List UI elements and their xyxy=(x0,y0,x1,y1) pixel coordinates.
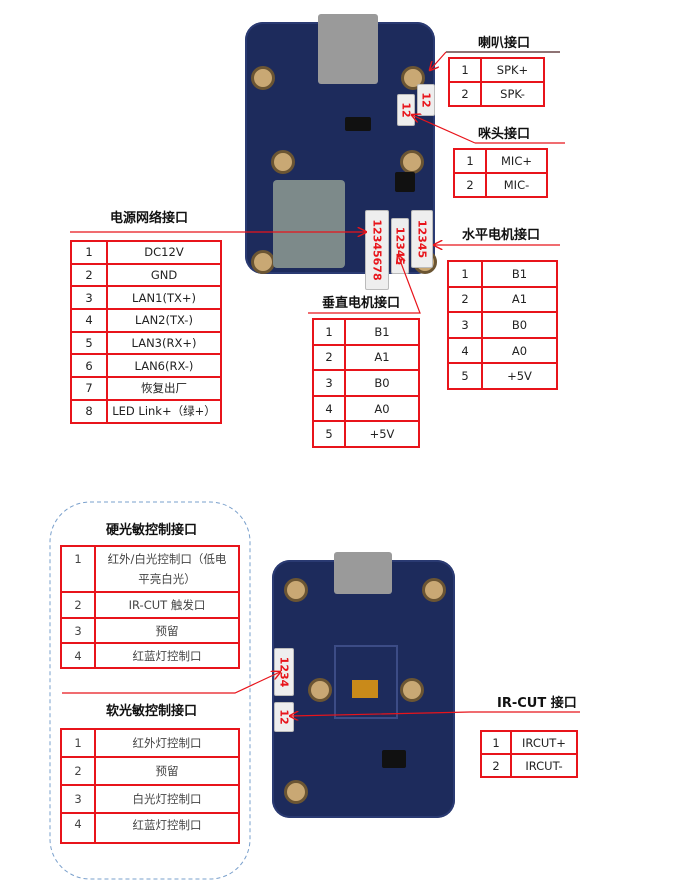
ircut-title: IR-CUT 接口 xyxy=(497,696,577,711)
chip xyxy=(345,117,371,131)
power-connector: 12345678 xyxy=(365,210,389,290)
vmotor-title: 垂直电机接口 xyxy=(322,296,401,311)
mic-title: 咪头接口 xyxy=(478,127,531,142)
light-sensor-group-box xyxy=(49,501,251,880)
sd-slot xyxy=(334,552,392,594)
chip xyxy=(395,172,415,192)
mount-hole xyxy=(284,578,308,602)
table-row: 5+5V xyxy=(447,362,558,390)
power-title: 电源网络接口 xyxy=(110,211,189,226)
chip xyxy=(382,750,406,768)
sensor-board-photo: 1234 12 xyxy=(272,552,455,818)
mount-hole xyxy=(308,678,332,702)
lte-module xyxy=(273,180,345,268)
mount-hole xyxy=(400,678,424,702)
image-sensor xyxy=(352,680,378,698)
mount-hole xyxy=(251,66,275,90)
sensor-frame xyxy=(334,645,398,719)
mount-hole xyxy=(271,150,295,174)
mount-hole xyxy=(284,780,308,804)
hmotor-connector: 12345 xyxy=(411,210,433,268)
hmotor-title: 水平电机接口 xyxy=(462,228,541,243)
sd-slot xyxy=(318,14,378,84)
table-row: 5+5V xyxy=(312,420,420,448)
speaker-title: 喇叭接口 xyxy=(478,36,531,51)
soft-title: 软光敏控制接口 xyxy=(106,704,198,719)
mount-hole xyxy=(422,578,446,602)
hard-title: 硬光敏控制接口 xyxy=(106,523,198,538)
